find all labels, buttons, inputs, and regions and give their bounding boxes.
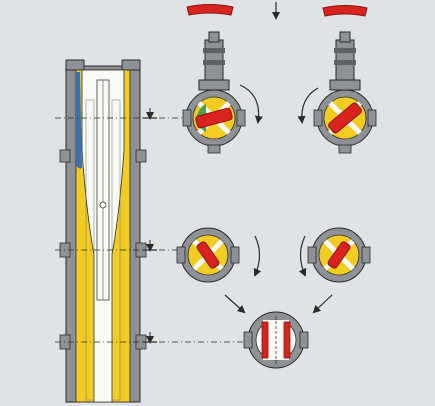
curved-arrow-icon	[298, 235, 307, 277]
valve-upper-left	[182, 31, 246, 154]
section-marker-icon	[143, 240, 157, 252]
red-cap-rotating	[195, 107, 233, 129]
valve-middle-left	[176, 227, 240, 283]
section-marker-icon	[143, 108, 157, 120]
column-section	[59, 59, 147, 403]
arrow-icon	[312, 294, 333, 314]
section-line-middle	[55, 240, 190, 252]
red-cap-rotating	[196, 241, 220, 269]
section-marker-icon	[143, 332, 157, 344]
cap-piece-left	[186, 4, 234, 16]
cap-piece-right	[322, 5, 368, 17]
valve-upper-right	[313, 31, 377, 154]
section-line-upper	[55, 108, 190, 120]
section-line-lower	[55, 332, 245, 344]
curved-arrow-icon	[253, 235, 262, 277]
red-cap-seated	[261, 321, 291, 359]
curved-arrow-icon	[297, 87, 319, 124]
valve-middle-right	[307, 227, 371, 283]
red-cap-rotating	[328, 102, 362, 134]
red-cap-rotating	[327, 241, 351, 269]
arrow-icon	[224, 294, 246, 314]
curved-arrow-icon	[239, 84, 263, 124]
valve-bottom	[243, 311, 309, 369]
